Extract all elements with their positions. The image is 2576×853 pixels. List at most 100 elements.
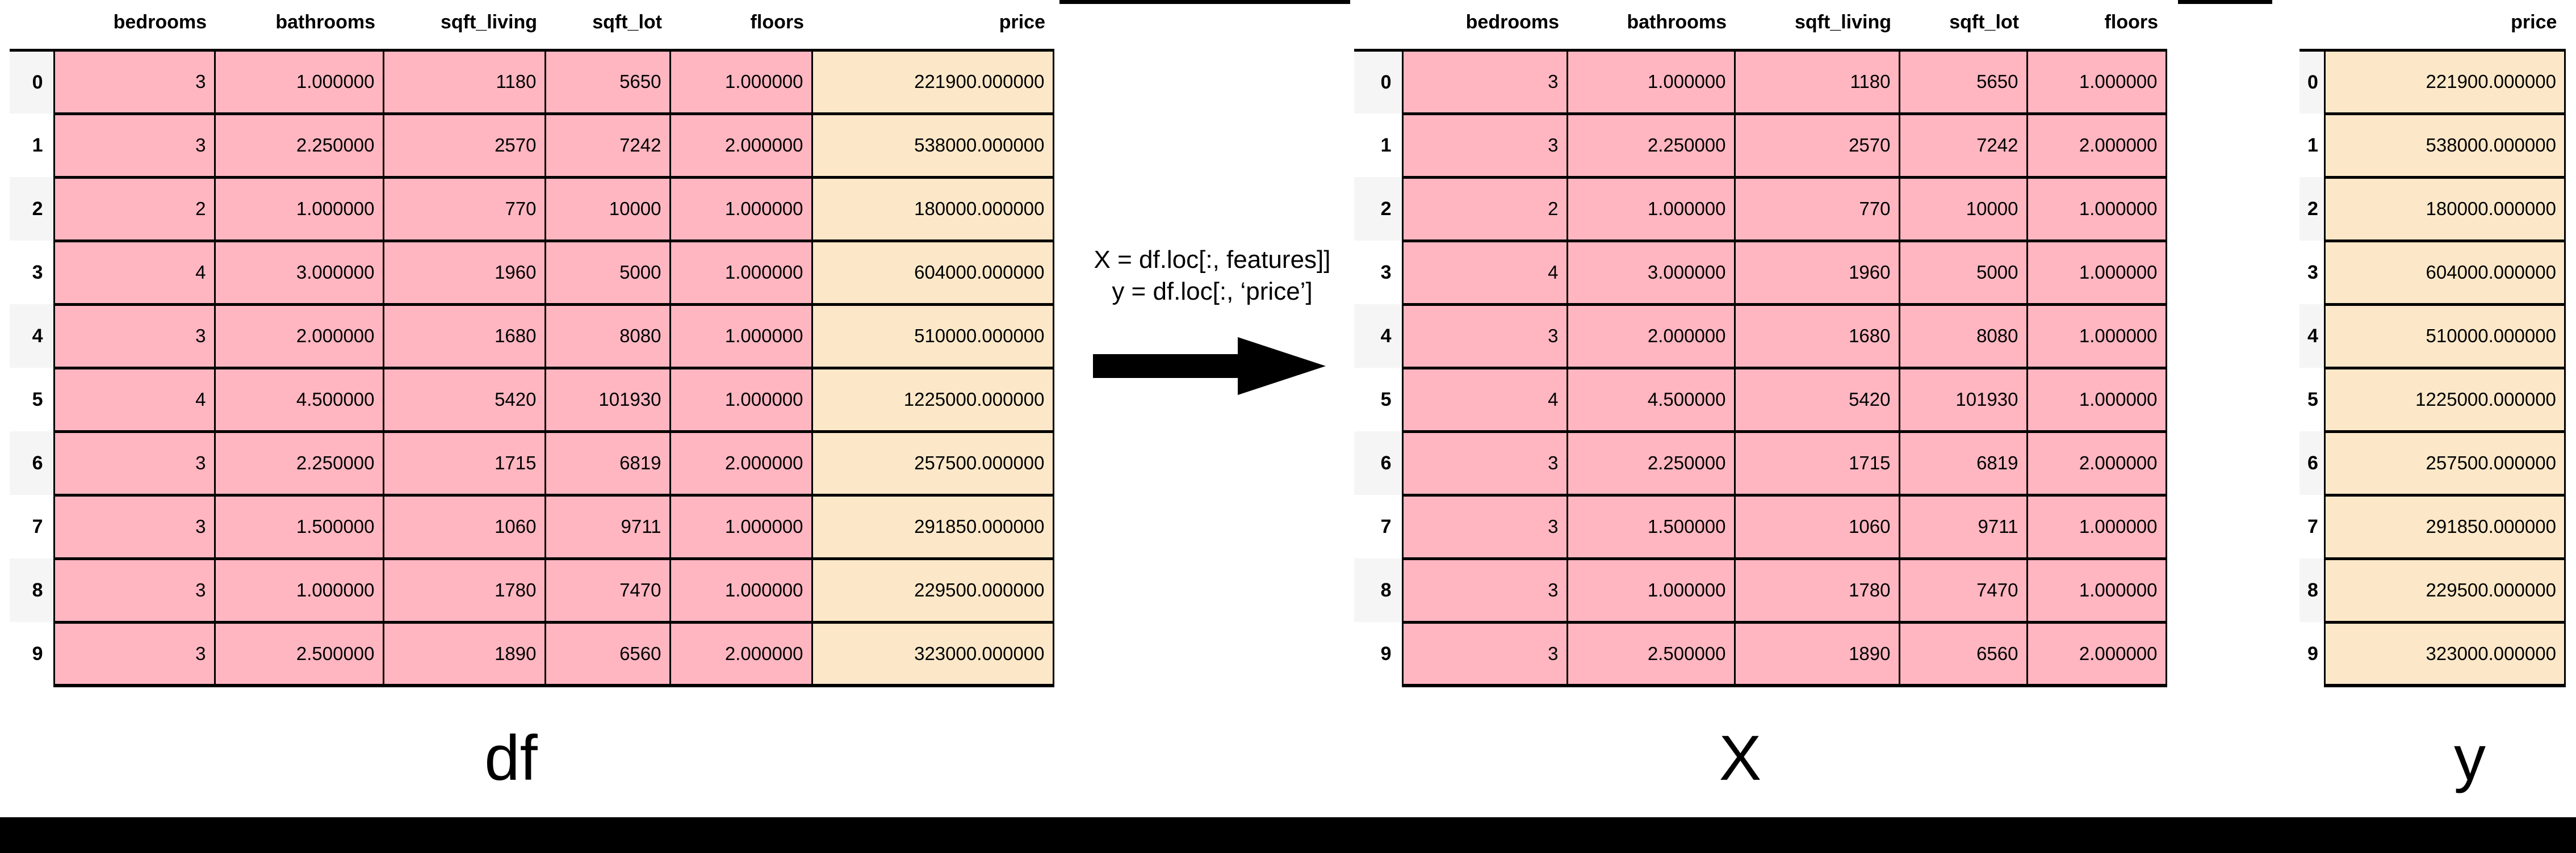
- y-cell-price: 229500.000000: [2323, 557, 2566, 623]
- df-cell-bathrooms: 1.000000: [213, 48, 384, 115]
- df-cell-floors: 1.000000: [669, 366, 813, 432]
- df-cell-price: 538000.000000: [811, 112, 1054, 178]
- X-cell-bedrooms: 3: [1401, 557, 1568, 623]
- df-row-index: 2: [10, 177, 54, 241]
- df-row-index: 6: [10, 431, 54, 495]
- X-column-header-bathrooms: bathrooms: [1627, 11, 1727, 33]
- y-row-index: 7: [2299, 495, 2325, 558]
- df-row-index: 4: [10, 304, 54, 368]
- df-cell-price: 257500.000000: [811, 430, 1054, 496]
- X-cell-sqft_living: 2570: [1733, 112, 1900, 178]
- df-column-header-floors: floors: [750, 11, 804, 33]
- y-column-header-price: price: [2511, 11, 2557, 33]
- X-table: bedrooms bathrooms sqft_living sqft_lot …: [1354, 0, 2167, 687]
- df-cell-bedrooms: 3: [53, 430, 216, 496]
- X-row-index: 6: [1354, 431, 1402, 495]
- df-cell-floors: 1.000000: [669, 239, 813, 305]
- y-cell-price: 538000.000000: [2323, 112, 2566, 178]
- df-cell-sqft_living: 1180: [382, 48, 546, 115]
- df-index-corner: [10, 0, 54, 50]
- df-cell-sqft_lot: 9711: [544, 493, 671, 560]
- y-index-corner: [2299, 0, 2324, 50]
- X-cell-floors: 1.000000: [2026, 366, 2167, 432]
- X-cell-sqft_living: 1715: [1733, 430, 1900, 496]
- df-cell-sqft_living: 1890: [382, 620, 546, 687]
- X-cell-bathrooms: 3.000000: [1566, 239, 1736, 305]
- y-row-index: 4: [2299, 304, 2325, 368]
- X-cell-sqft_living: 1890: [1733, 620, 1900, 687]
- df-cell-sqft_lot: 7470: [544, 557, 671, 623]
- X-column-header-sqft_lot: sqft_lot: [1949, 11, 2019, 33]
- X-column-header-bedrooms: bedrooms: [1465, 11, 1559, 33]
- df-row-index: 5: [10, 368, 54, 431]
- caption-X: X: [1719, 722, 1762, 793]
- df-cell-bathrooms: 2.000000: [213, 302, 384, 369]
- df-cell-sqft_living: 770: [382, 175, 546, 242]
- y-row-index: 9: [2299, 622, 2325, 686]
- X-cell-floors: 1.000000: [2026, 493, 2167, 560]
- df-cell-sqft_living: 1960: [382, 239, 546, 305]
- df-cell-sqft_living: 1680: [382, 302, 546, 369]
- df-cell-price: 604000.000000: [811, 239, 1054, 305]
- y-cell-price: 257500.000000: [2323, 430, 2566, 496]
- X-row-index: 0: [1354, 48, 1402, 114]
- X-row-index: 3: [1354, 241, 1402, 304]
- df-cell-floors: 2.000000: [669, 620, 813, 687]
- X-row-index: 7: [1354, 495, 1402, 558]
- X-cell-sqft_living: 1680: [1733, 302, 1900, 369]
- y-cell-price: 604000.000000: [2323, 239, 2566, 305]
- df-cell-sqft_lot: 5000: [544, 239, 671, 305]
- X-cell-bathrooms: 2.250000: [1566, 430, 1736, 496]
- X-cell-floors: 2.000000: [2026, 620, 2167, 687]
- df-column-header-sqft_lot: sqft_lot: [592, 11, 662, 33]
- X-cell-sqft_living: 770: [1733, 175, 1900, 242]
- caption-y: y: [2454, 722, 2486, 793]
- X-cell-floors: 2.000000: [2026, 430, 2167, 496]
- X-cell-bedrooms: 3: [1401, 112, 1568, 178]
- df-cell-sqft_lot: 101930: [544, 366, 671, 432]
- df-cell-bedrooms: 3: [53, 302, 216, 369]
- X-cell-bedrooms: 3: [1401, 48, 1568, 115]
- y-cell-price: 323000.000000: [2323, 620, 2566, 687]
- df-cell-bedrooms: 3: [53, 620, 216, 687]
- transformation-annotation: X = df.loc[:, features]] y = df.loc[:, ‘…: [1079, 244, 1346, 308]
- annotation-line-X: X = df.loc[:, features]]: [1094, 246, 1331, 274]
- y-table-head: price: [2299, 0, 2565, 50]
- df-cell-floors: 1.000000: [669, 493, 813, 560]
- df-row-index: 8: [10, 558, 54, 622]
- X-cell-bathrooms: 4.500000: [1566, 366, 1736, 432]
- df-cell-price: 291850.000000: [811, 493, 1054, 560]
- df-row-index: 1: [10, 114, 54, 177]
- X-row-index: 5: [1354, 368, 1402, 431]
- df-header-row: bedrooms bathrooms sqft_living sqft_lot …: [10, 0, 1053, 50]
- X-cell-sqft_lot: 101930: [1898, 366, 2028, 432]
- X-cell-bathrooms: 2.250000: [1566, 112, 1736, 178]
- X-row-index: 4: [1354, 304, 1402, 368]
- df-cell-floors: 1.000000: [669, 48, 813, 115]
- df-cell-price: 510000.000000: [811, 302, 1054, 369]
- y-row-index: 1: [2299, 114, 2325, 177]
- df-dataframe-panel: bedrooms bathrooms sqft_living sqft_lot …: [10, 0, 1054, 687]
- X-cell-sqft_lot: 7470: [1898, 557, 2028, 623]
- X-cell-bathrooms: 1.000000: [1566, 48, 1736, 115]
- df-cell-sqft_lot: 6560: [544, 620, 671, 687]
- df-cell-sqft_lot: 6819: [544, 430, 671, 496]
- X-cell-bathrooms: 1.000000: [1566, 557, 1736, 623]
- df-cell-bathrooms: 1.000000: [213, 557, 384, 623]
- df-row-index: 0: [10, 48, 54, 114]
- right-arrow: [1093, 335, 1326, 397]
